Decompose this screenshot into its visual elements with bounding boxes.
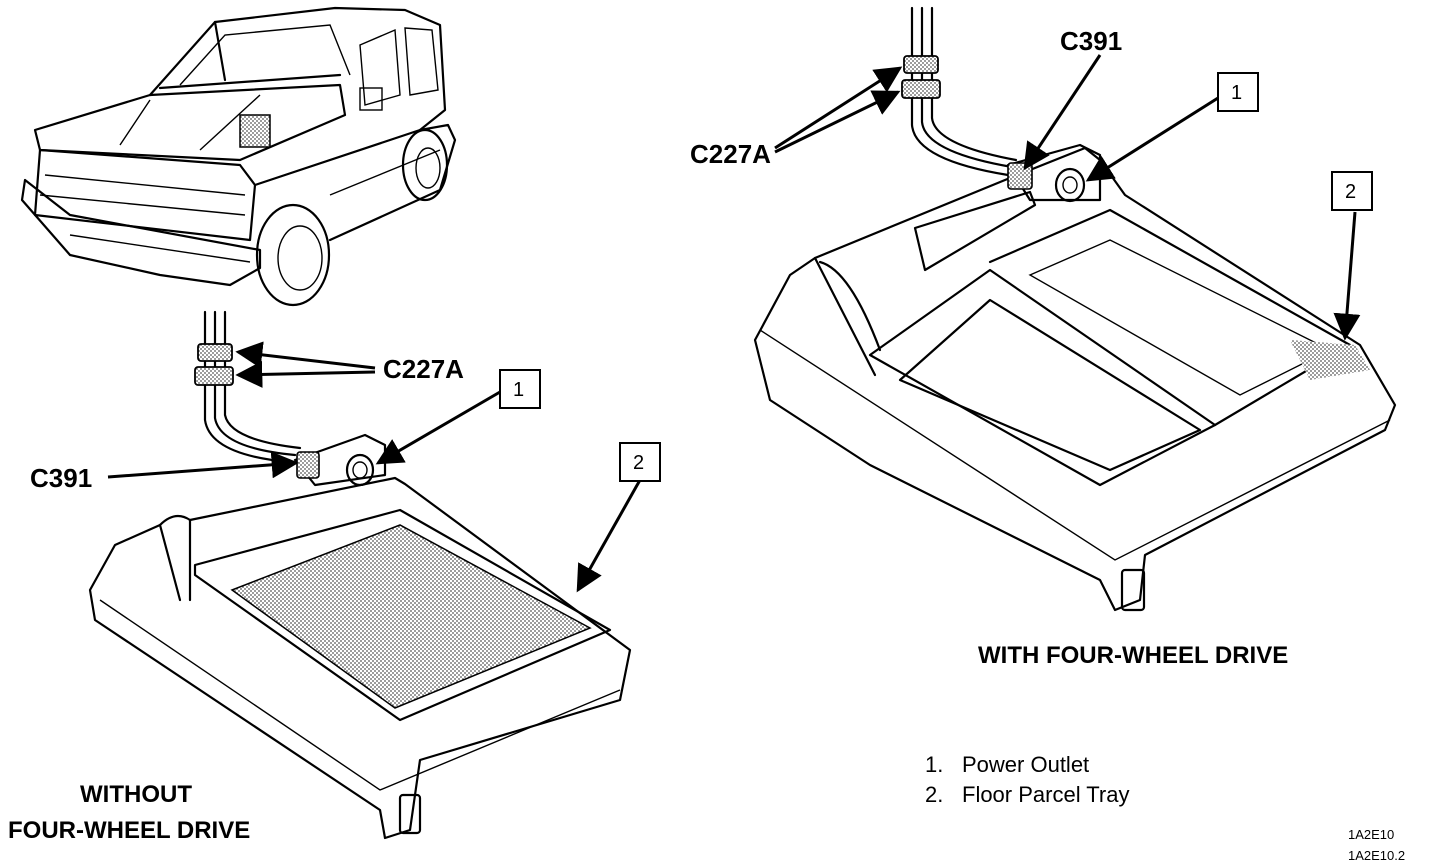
callout-number: 2 bbox=[1345, 181, 1356, 203]
caption-with-4wd: WITH FOUR-WHEEL DRIVE bbox=[978, 642, 1288, 669]
figure-ref-1: 1A2E10 bbox=[1348, 827, 1394, 842]
legend: 1. Power Outlet 2. Floor Parcel Tray bbox=[925, 752, 1130, 807]
vehicle-illustration bbox=[20, 6, 457, 307]
legend-text-1: Power Outlet bbox=[962, 752, 1089, 777]
legend-num-1: 1. bbox=[925, 752, 943, 777]
label-c227a-right: C227A bbox=[690, 139, 771, 169]
right-harness bbox=[901, 6, 1018, 177]
callout-box-2-right: 2 bbox=[1331, 171, 1373, 211]
label-c391-left: C391 bbox=[30, 463, 92, 493]
callout-number: 2 bbox=[633, 452, 644, 474]
callout-box-1-right: 1 bbox=[1217, 72, 1259, 112]
right-callout-arrows bbox=[774, 54, 1361, 341]
left-parcel-tray bbox=[88, 433, 632, 840]
legend-num-2: 2. bbox=[925, 782, 943, 807]
callout-box-2-left: 2 bbox=[619, 442, 661, 482]
caption-without-line2: FOUR-WHEEL DRIVE bbox=[8, 817, 250, 844]
legend-text-2: Floor Parcel Tray bbox=[962, 782, 1130, 807]
label-c227a-left: C227A bbox=[383, 354, 464, 384]
figure-ref-2: 1A2E10.2 bbox=[1348, 848, 1405, 863]
callout-number: 1 bbox=[1231, 82, 1242, 104]
caption-without-line1: WITHOUT bbox=[80, 781, 192, 808]
left-harness bbox=[194, 310, 302, 464]
callout-box-1-left: 1 bbox=[499, 369, 541, 409]
right-parcel-tray bbox=[753, 143, 1397, 612]
left-callout-arrows bbox=[107, 341, 642, 593]
label-c391-right: C391 bbox=[1060, 26, 1122, 56]
callout-number: 1 bbox=[513, 379, 524, 401]
